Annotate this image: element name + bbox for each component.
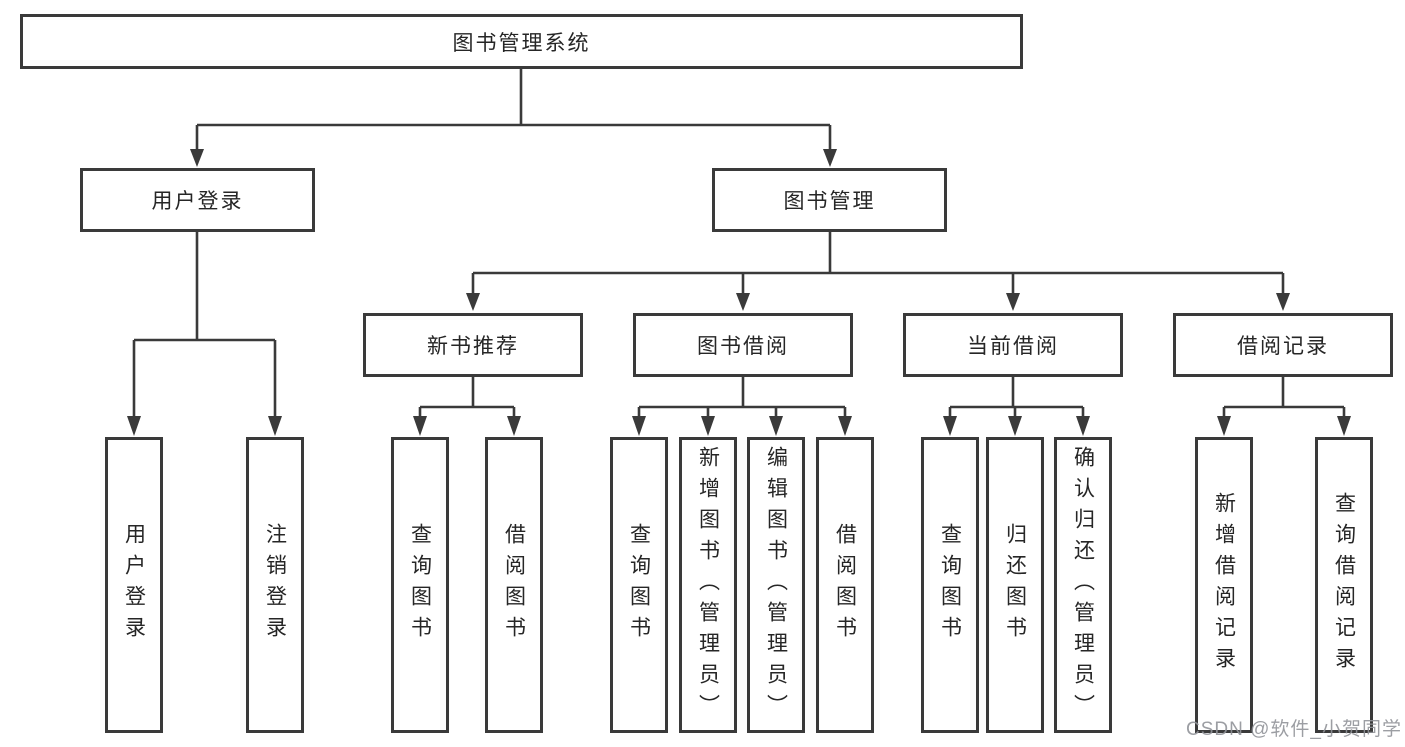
node-library-management-system: 图书管理系统 [20, 14, 1023, 69]
leaf-confirm-return-admin: 确认归还（管理员） [1054, 437, 1112, 733]
leaf-borrow-books-borrowing: 借阅图书 [816, 437, 874, 733]
node-new-book-recommend: 新书推荐 [363, 313, 583, 377]
leaf-query-books-borrowing: 查询图书 [610, 437, 668, 733]
node-current-borrowing: 当前借阅 [903, 313, 1123, 377]
leaf-return-books: 归还图书 [986, 437, 1044, 733]
leaf-add-borrow-record: 新增借阅记录 [1195, 437, 1253, 733]
leaf-borrow-books-recommend: 借阅图书 [485, 437, 543, 733]
node-user-login: 用户登录 [80, 168, 315, 232]
node-borrowing-records: 借阅记录 [1173, 313, 1393, 377]
leaf-user-login: 用户登录 [105, 437, 163, 733]
leaf-edit-books-admin: 编辑图书（管理员） [747, 437, 805, 733]
leaf-query-books-recommend: 查询图书 [391, 437, 449, 733]
leaf-add-books-admin: 新增图书（管理员） [679, 437, 737, 733]
watermark: CSDN @软件_小贺同学 [1186, 719, 1402, 740]
node-book-borrowing: 图书借阅 [633, 313, 853, 377]
leaf-query-borrow-record: 查询借阅记录 [1315, 437, 1373, 733]
node-book-management: 图书管理 [712, 168, 947, 232]
leaf-logout: 注销登录 [246, 437, 304, 733]
leaf-query-books-current: 查询图书 [921, 437, 979, 733]
